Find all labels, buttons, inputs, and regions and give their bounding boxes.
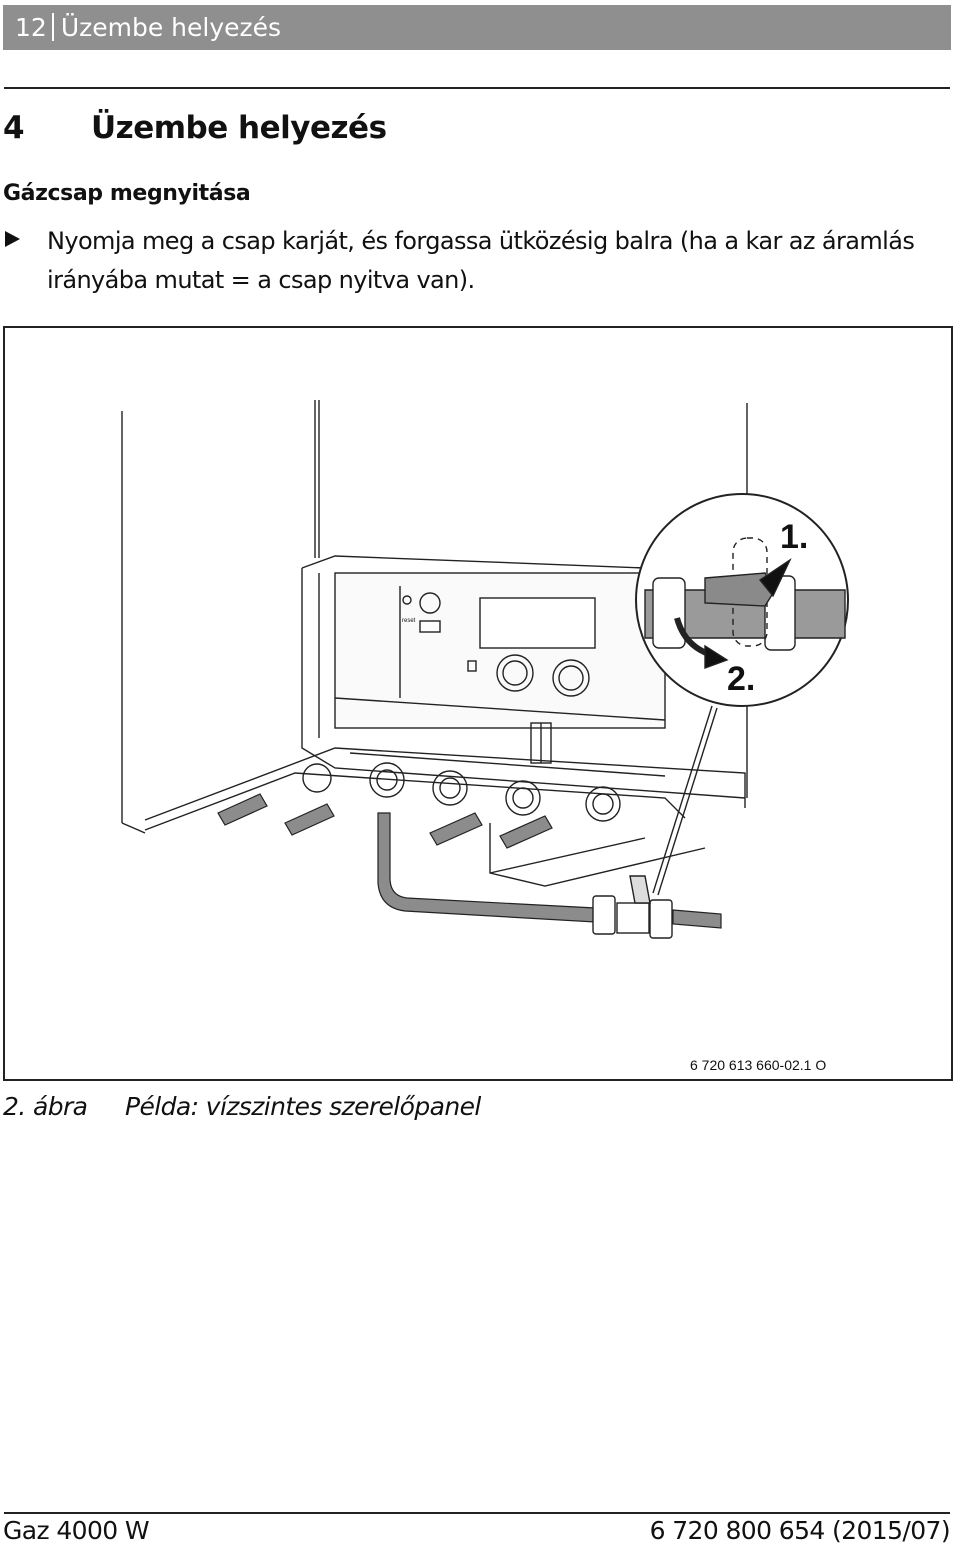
caption-text: Példa: vízszintes szerelőpanel xyxy=(125,1092,481,1121)
chapter-title: Üzembe helyezés xyxy=(91,110,387,146)
page-header: 12 Üzembe helyezés xyxy=(3,5,951,50)
instruction-text: Nyomja meg a csap karját, és forgassa üt… xyxy=(47,227,915,294)
top-rule xyxy=(4,87,950,89)
page-number: 12 xyxy=(15,13,47,42)
reset-label: reset xyxy=(402,618,416,624)
figure: 1. 2. reset xyxy=(3,326,953,1081)
boiler-illustration xyxy=(121,400,849,939)
chapter-heading: 4 Üzembe helyezés xyxy=(3,110,387,146)
figure-caption: 2. ábra Példa: vízszintes szerelőpanel xyxy=(3,1092,481,1121)
bottom-rule xyxy=(4,1512,950,1514)
step-2-label: 2. xyxy=(727,660,756,698)
footer-doc-number: 6 720 800 654 (2015/07) xyxy=(649,1516,951,1545)
figure-code: 6 720 613 660-02.1 O xyxy=(690,1057,827,1073)
footer-product: Gaz 4000 W xyxy=(3,1516,150,1545)
bullet-arrow-icon xyxy=(5,231,20,247)
caption-number: 2. ábra xyxy=(3,1092,88,1121)
chapter-number: 4 xyxy=(3,110,25,146)
step-1-label: 1. xyxy=(780,518,809,556)
header-section: Üzembe helyezés xyxy=(60,13,282,42)
subheading: Gázcsap megnyitása xyxy=(3,181,251,206)
header-separator xyxy=(51,13,54,41)
